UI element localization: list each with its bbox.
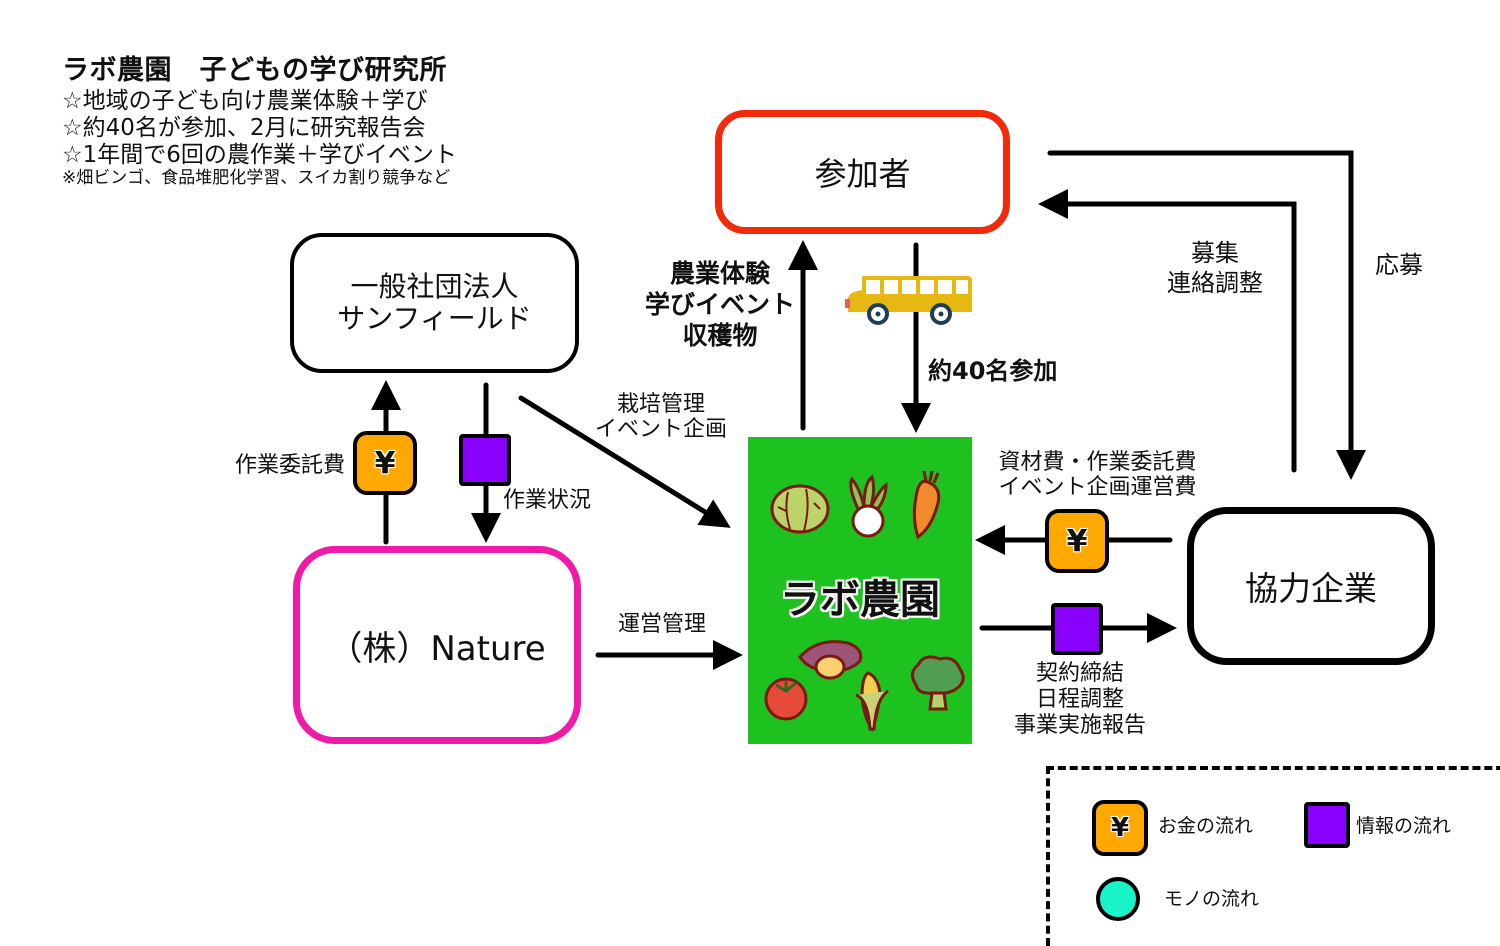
- sweet-potato-icon: [798, 640, 863, 680]
- farm-label: ラボ農園: [780, 577, 940, 623]
- participants-node: 参加者: [715, 110, 1010, 234]
- money-flow-badge-partner-to-farm: ¥: [1045, 509, 1109, 573]
- label-association-to-farm: 栽培管理 イベント企画: [594, 392, 727, 442]
- association-label: 一般社団法人 サンフィールド: [337, 270, 532, 335]
- legend-info-icon: [1304, 802, 1350, 848]
- label-nature-to-association: 作業委託費: [234, 453, 345, 478]
- turnip-icon: [849, 474, 888, 538]
- legend: ¥ お金の流れ 情報の流れ モノの流れ: [1046, 766, 1500, 946]
- tomato-icon: [764, 677, 808, 721]
- label-participants-to-farm: 約40名参加: [928, 357, 1058, 385]
- nature-node: （株）Nature: [293, 546, 581, 744]
- legend-goods-icon: [1096, 877, 1140, 921]
- label-association-to-nature: 作業状況: [503, 488, 592, 513]
- association-node: 一般社団法人 サンフィールド: [290, 233, 579, 373]
- participants-label: 参加者: [814, 155, 911, 193]
- info-flow-badge-association-to-nature: [459, 434, 511, 486]
- label-participants-to-partner: 応募: [1375, 251, 1423, 279]
- farm-node: ラボ農園: [748, 437, 972, 744]
- arrow-participants-to-partner: [1047, 150, 1366, 480]
- label-farm-to-participants: 農業体験 学びイベント 収穫物: [644, 259, 795, 350]
- bus-icon: [845, 276, 972, 325]
- yen-icon: ¥: [1110, 813, 1130, 843]
- vegetable-illustrations: [764, 470, 965, 733]
- corn-icon: [855, 671, 889, 733]
- legend-money-label: お金の流れ: [1158, 815, 1254, 837]
- arrow-partner-to-participants: [1038, 189, 1297, 473]
- partner-node: 協力企業: [1187, 507, 1435, 665]
- info-flow-badge-farm-to-partner: [1051, 603, 1103, 655]
- cabbage-icon: [770, 484, 830, 534]
- label-farm-to-partner: 契約締結 日程調整 事業実施報告: [1013, 661, 1146, 738]
- header-line-2: ☆約40名が参加、2月に研究報告会: [62, 115, 426, 141]
- carrot-icon: [912, 470, 941, 540]
- label-partner-to-participants: 募集 連絡調整: [1167, 239, 1263, 297]
- legend-info-label: 情報の流れ: [1356, 815, 1452, 837]
- legend-goods-label: モノの流れ: [1164, 888, 1260, 910]
- nature-label: （株）Nature: [328, 628, 546, 669]
- money-flow-badge-nature-to-association: ¥: [353, 431, 417, 495]
- header-note: ※畑ビンゴ、食品堆肥化学習、スイカ割り競争など: [62, 168, 451, 188]
- partner-label: 協力企業: [1245, 569, 1377, 608]
- label-partner-to-farm: 資材費・作業委託費 イベント企画運営費: [998, 450, 1197, 500]
- arrow-association-to-farm: [518, 395, 731, 528]
- diagram-title: ラボ農園 子どもの学び研究所: [62, 55, 447, 86]
- yen-icon: ¥: [374, 445, 396, 481]
- yen-icon: ¥: [1066, 523, 1088, 559]
- header-line-3: ☆1年間で6回の農作業＋学びイベント: [62, 142, 457, 168]
- broccoli-icon: [911, 655, 965, 711]
- legend-money-icon: ¥: [1092, 800, 1148, 856]
- label-nature-to-farm: 運営管理: [617, 612, 706, 637]
- header-line-1: ☆地域の子ども向け農業体験＋学び: [62, 88, 428, 114]
